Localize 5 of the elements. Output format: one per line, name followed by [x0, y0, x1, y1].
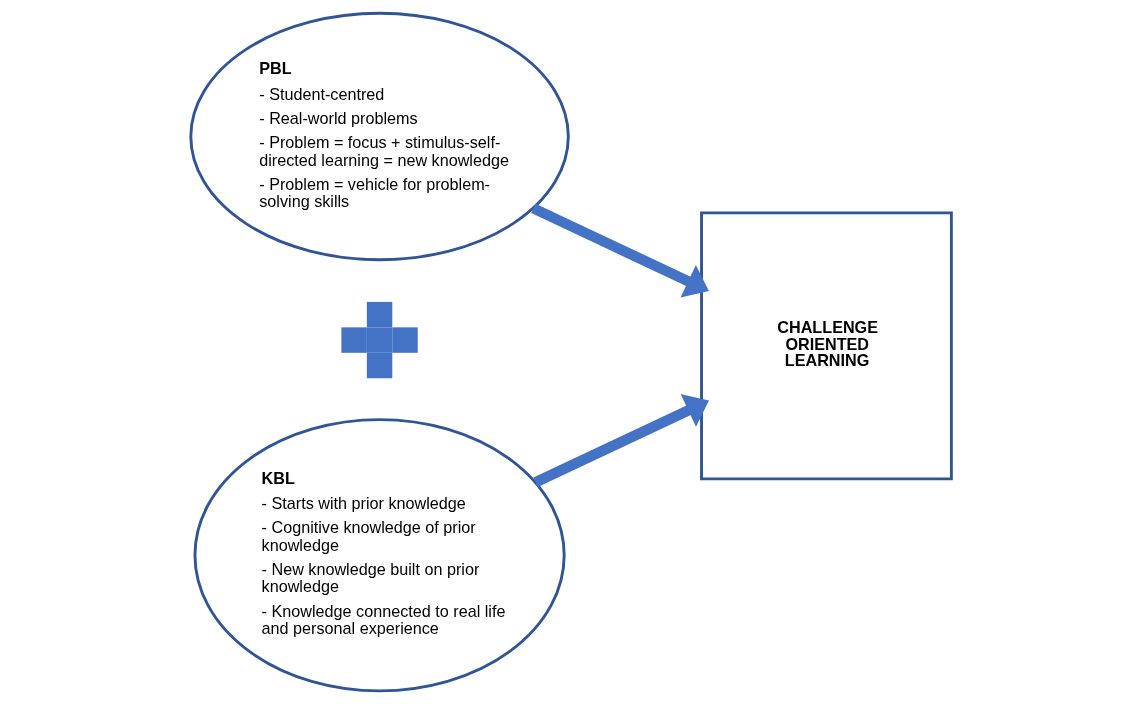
- arrow: [532, 394, 709, 487]
- node-box: CHALLENGE ORIENTED LEARNING: [699, 211, 953, 481]
- node-ellipse: PBL - Student-centred - Real-world problems - Problem = focus + stimulus-self-directed learning = new knowledge - Problem = vehicle for problem-solving skills: [188, 11, 570, 262]
- node-ellipse: KBL - Starts with prior knowledge - Cognitive knowledge of prior knowledge - New knowledge built on prior knowledge - Knowledge connected to real life and personal experience: [193, 418, 566, 693]
- arrow: [530, 203, 709, 298]
